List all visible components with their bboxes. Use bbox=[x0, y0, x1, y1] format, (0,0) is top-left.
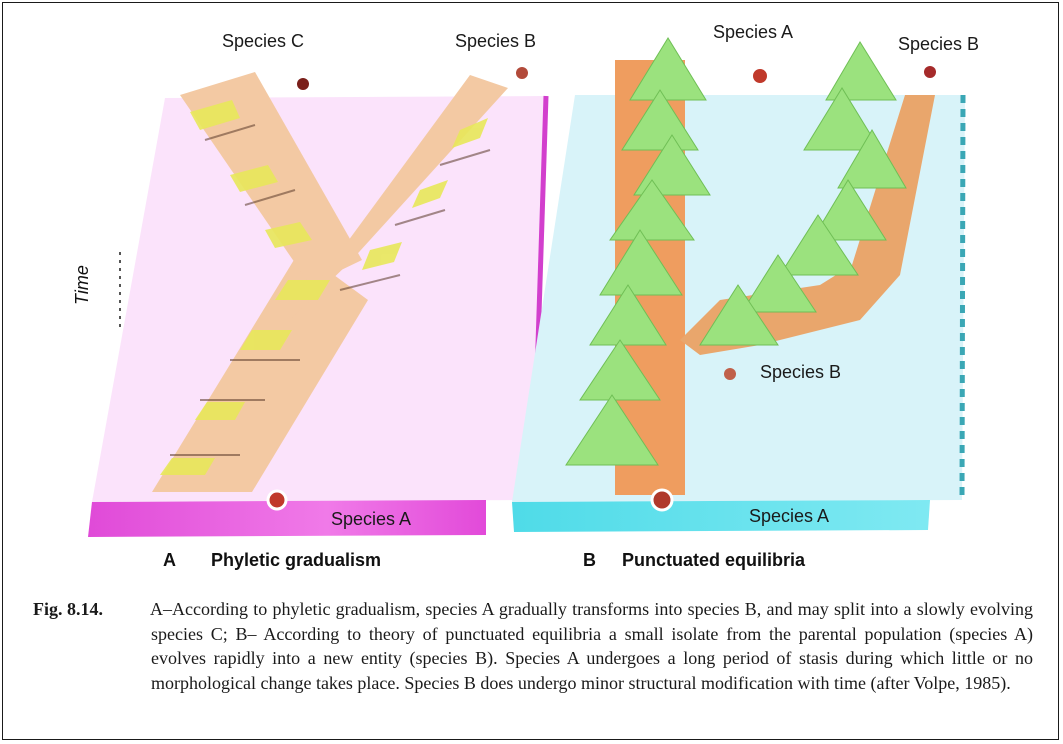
time-axis-label: Time bbox=[72, 265, 92, 305]
panel-b-letter: B bbox=[583, 550, 596, 570]
species-b-top-marker bbox=[924, 66, 936, 78]
species-a-label-a: Species A bbox=[331, 509, 412, 529]
caption-number: Fig. 8.14. bbox=[33, 599, 103, 619]
panel-a-base-bar bbox=[88, 500, 486, 537]
species-a-marker bbox=[266, 489, 288, 511]
gradual-lineage bbox=[152, 72, 508, 492]
panel-a-title: Phyletic gradualism bbox=[211, 550, 382, 570]
panel-a-letter: A bbox=[163, 550, 176, 570]
species-a-top-marker bbox=[751, 67, 769, 85]
species-a-top-label-b: Species A bbox=[713, 22, 794, 42]
species-b-label-a: Species B bbox=[455, 31, 537, 51]
panel-b-right-edge bbox=[959, 94, 966, 501]
species-c-marker bbox=[297, 78, 309, 90]
species-a-label-b: Species A bbox=[749, 506, 830, 526]
species-a-lineage bbox=[565, 37, 711, 495]
evolution-diagram bbox=[88, 37, 966, 537]
species-b-top-label-b: Species B bbox=[898, 34, 980, 54]
panel-b-base-bar bbox=[512, 500, 930, 532]
species-a-base-marker bbox=[650, 488, 674, 512]
species-b-mid-label: Species B bbox=[760, 362, 842, 382]
species-b-mid-marker bbox=[724, 368, 736, 380]
caption-text: A–According to phyletic gradualism, spec… bbox=[150, 599, 1033, 693]
panel-b-title: Punctuated equilibria bbox=[622, 550, 806, 570]
figure-caption: Fig. 8.14. A–According to phyletic gradu… bbox=[33, 597, 1033, 695]
panel-b bbox=[512, 37, 966, 532]
species-c-label: Species C bbox=[222, 31, 305, 51]
species-b-lineage bbox=[680, 41, 935, 355]
panel-a bbox=[88, 67, 549, 537]
species-b-marker bbox=[516, 67, 528, 79]
